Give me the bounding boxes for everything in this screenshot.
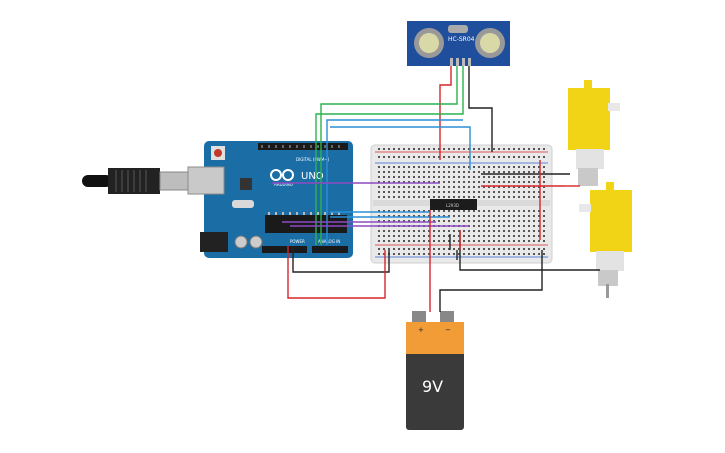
battery-plus: + <box>418 326 424 334</box>
analog-label: ANALOG IN <box>318 239 340 244</box>
motor-driver-chip: L293D <box>430 199 477 210</box>
breadboard-holes <box>378 148 545 255</box>
chip-label: L293D <box>446 203 459 208</box>
board-name: UNO <box>301 171 324 182</box>
capacitor-2 <box>249 235 263 249</box>
arduino-board: DIGITAL (PWM~) UNO ARDUINO POWER ANALOG … <box>187 141 353 258</box>
crystal <box>232 200 254 208</box>
power-label: POWER <box>290 239 305 244</box>
digital-header-label: DIGITAL (PWM~) <box>296 157 330 162</box>
brand-label: ARDUINO <box>274 182 293 187</box>
battery-minus: − <box>445 326 451 334</box>
usb-port <box>187 166 225 195</box>
wires <box>272 66 600 312</box>
reset-button <box>214 149 222 157</box>
arduino-logo-icon <box>270 169 294 181</box>
ultrasonic-sensor: HC-SR04 <box>407 21 510 66</box>
battery-9v: + − 9V <box>406 311 464 430</box>
power-jack <box>200 232 228 252</box>
power-header <box>262 246 307 253</box>
motor-bottom <box>579 182 632 298</box>
capacitor-1 <box>234 235 248 249</box>
usb-cable <box>82 168 191 194</box>
small-chip <box>240 178 252 190</box>
sensor-model: HC-SR04 <box>448 36 475 43</box>
motor-top <box>568 80 620 186</box>
battery-voltage: 9V <box>422 377 443 396</box>
analog-header <box>312 246 348 253</box>
